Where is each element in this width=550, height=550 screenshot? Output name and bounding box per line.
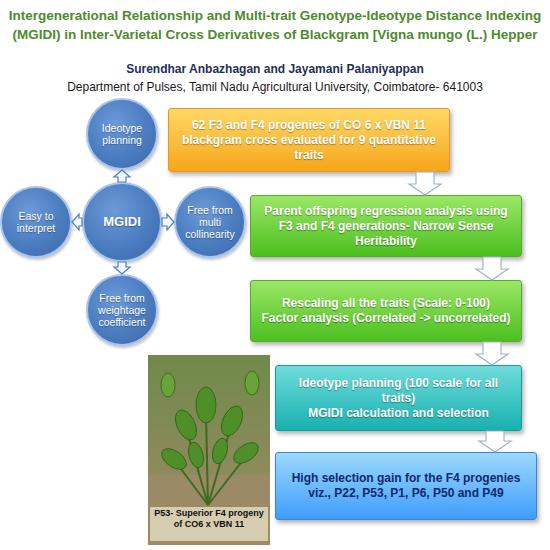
feature-circle: Free from weightage coefficient bbox=[86, 274, 158, 346]
flow-arrow bbox=[476, 342, 508, 365]
process-box: Rescaling all the traits (Scale: 0-100)F… bbox=[250, 280, 522, 342]
flow-arrow bbox=[479, 431, 511, 452]
result-box: High selection gain for the F4 progenies… bbox=[275, 452, 537, 520]
block-arrow bbox=[72, 214, 82, 230]
title: Intergenerational Relationship and Multi… bbox=[8, 6, 542, 44]
affiliation-line: Department of Pulses, Tamil Nadu Agricul… bbox=[20, 80, 530, 94]
leaves bbox=[158, 371, 262, 474]
block-arrow bbox=[114, 262, 130, 274]
process-box: 62 F3 and F4 progenies of CO 6 x VBN 11 … bbox=[168, 108, 450, 172]
box-text: Factor analysis (Correlated -> uncorrela… bbox=[261, 311, 510, 326]
box-text: Parent offspring regression analysis usi… bbox=[259, 204, 513, 249]
feature-circle: Free from multi collinearity bbox=[174, 186, 246, 258]
flow-arrow bbox=[476, 257, 508, 280]
block-arrow bbox=[114, 170, 130, 182]
circle-label: Easy to interpret bbox=[6, 210, 66, 234]
block-arrow bbox=[162, 214, 174, 230]
photo-background bbox=[148, 355, 270, 545]
caption-backdrop bbox=[150, 507, 268, 541]
box-text: Ideotype planning (100 scale for all tra… bbox=[284, 376, 513, 406]
box-text: MGIDI calculation and selection bbox=[308, 406, 489, 421]
circle-label: Free from multi collinearity bbox=[180, 204, 240, 240]
circle-label: MGIDI bbox=[103, 215, 141, 230]
flow-arrow bbox=[409, 172, 441, 195]
process-box: Ideotype planning (100 scale for all tra… bbox=[275, 365, 522, 431]
circle-label: Ideotype planning bbox=[92, 122, 152, 146]
center-circle: MGIDI bbox=[82, 182, 162, 262]
circle-label: Free from weightage coefficient bbox=[92, 292, 152, 328]
soil bbox=[148, 475, 270, 545]
box-text: Rescaling all the traits (Scale: 0-100) bbox=[282, 296, 490, 311]
box-text: High selection gain for the F4 progenies… bbox=[284, 471, 528, 501]
author-line: Surendhar Anbazhagan and Jayamani Palani… bbox=[40, 62, 510, 76]
feature-circle: Ideotype planning bbox=[86, 98, 158, 170]
photo-caption: P53- Superior F4 progeny of CO6 x VBN 11 bbox=[150, 508, 268, 530]
feature-circle: Easy to interpret bbox=[0, 186, 72, 258]
box-text: 62 F3 and F4 progenies of CO 6 x VBN 11 … bbox=[177, 118, 441, 163]
process-box: Parent offspring regression analysis usi… bbox=[250, 195, 522, 257]
